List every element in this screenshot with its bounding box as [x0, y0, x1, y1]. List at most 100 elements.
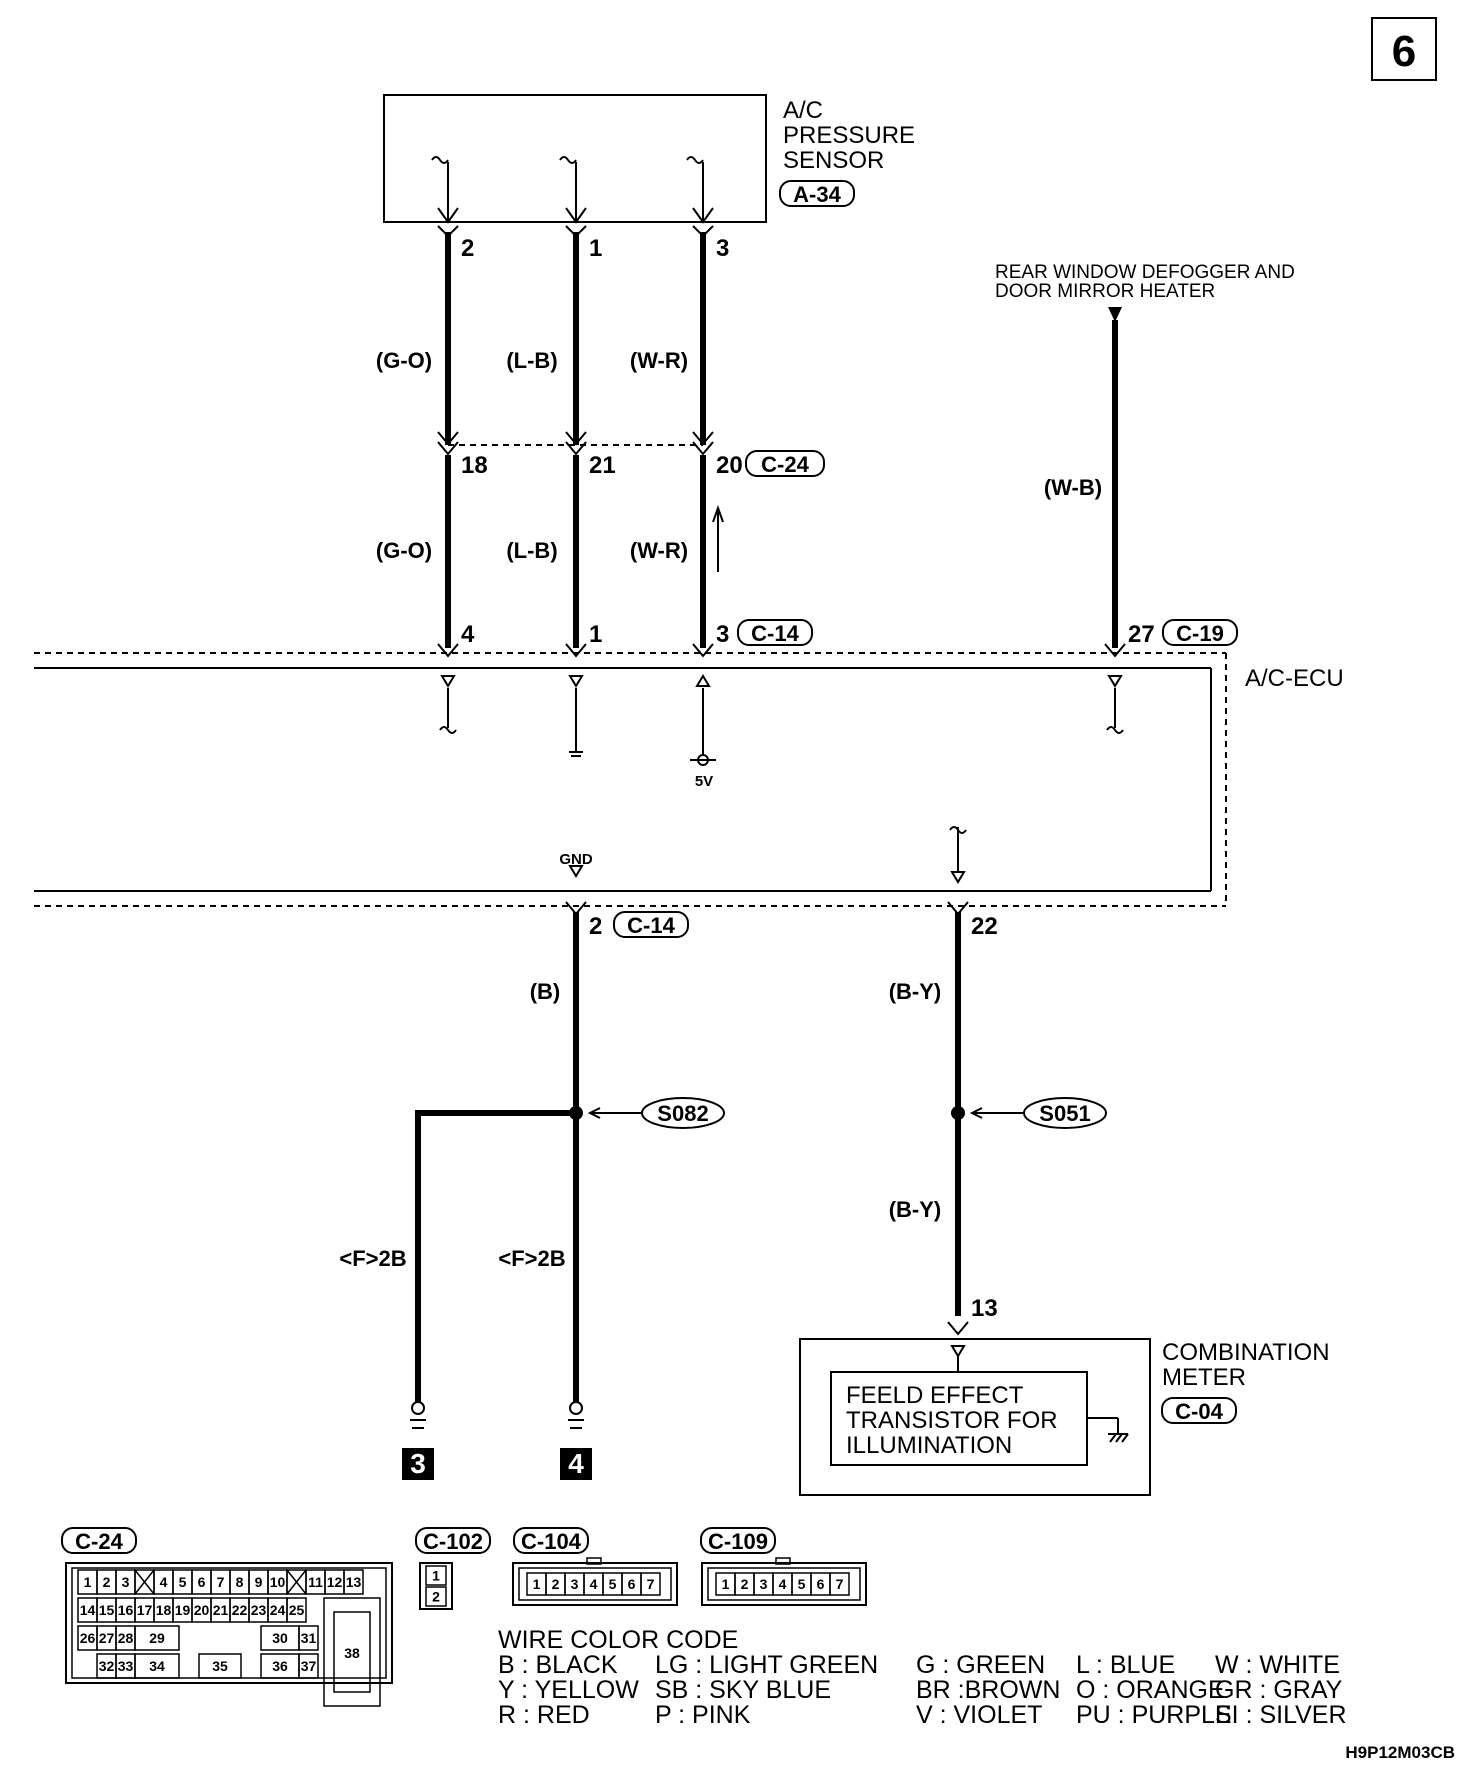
meter-name-line-2: METER [1162, 1364, 1246, 1391]
c24-pin-20: 20 [194, 1602, 210, 1618]
c24-pin-24: 24 [270, 1602, 286, 1618]
fet-line-1: FEELD EFFECT [846, 1382, 1024, 1409]
junction-pin-18: 18 [461, 452, 488, 479]
junction-connector-label: C-24 [761, 452, 809, 477]
ecu-bottom-connector-label: C-14 [627, 913, 675, 938]
c109-housing-inner [707, 1567, 861, 1601]
meter-connector-label: C-04 [1175, 1399, 1223, 1424]
c24-pin-18: 18 [156, 1602, 172, 1618]
junction-c24-terminals [437, 431, 714, 456]
c104-housing [512, 1562, 678, 1606]
meter-name-line-1: COMBINATION [1162, 1339, 1330, 1366]
splice-s051-badge [1023, 1097, 1107, 1129]
wire-color-entry: G : GREEN [916, 1651, 1045, 1679]
c24-pin-4: 4 [160, 1574, 168, 1590]
junction-pin-20: 20 [716, 452, 743, 479]
splice-s051-dot [951, 1106, 965, 1120]
junction-pin-21: 21 [589, 452, 616, 479]
ecu-out-pin: 22 [971, 913, 998, 940]
ecu-gnd-label: GND [559, 851, 593, 868]
ecu-voltage: 5V [695, 773, 713, 790]
ecu-top-connector-label: C-14 [751, 621, 799, 646]
c24-pin-12: 12 [327, 1574, 343, 1590]
sensor-name-line-2: PRESSURE [783, 122, 915, 149]
wire-color-entry: R : RED [498, 1701, 590, 1729]
page-number-box [1371, 17, 1437, 81]
c24-pin-8: 8 [236, 1574, 244, 1590]
c104-pin-5: 5 [609, 1576, 617, 1592]
c109-pin-1: 1 [722, 1576, 730, 1592]
ecu-internal-circuits [439, 674, 1124, 884]
wire-color-entry: SB : SKY BLUE [655, 1676, 831, 1704]
c24-pin-34: 34 [149, 1658, 165, 1674]
c24-pin-19: 19 [175, 1602, 191, 1618]
c109-housing [701, 1562, 867, 1606]
wire-label-g-o-upper: (G-O) [376, 348, 432, 373]
c102-pin-1-cell [425, 1565, 447, 1586]
wire-label-l-b-upper: (L-B) [506, 348, 557, 373]
wire-label-b-y-lower: (B-Y) [889, 1197, 942, 1222]
c24-pin-13-cell [343, 1569, 364, 1595]
wire-label-w-r-lower: (W-R) [630, 538, 688, 563]
c24-pin-25-cell [286, 1597, 307, 1623]
sensor-pin-l-b: 1 [589, 235, 602, 262]
ground-point-4-box [560, 1448, 592, 1480]
sensor-terminals [431, 156, 714, 224]
wire-color-entry: O : ORANGE [1076, 1676, 1225, 1704]
splice-s082-label: S082 [657, 1101, 708, 1126]
sensor-pin-g-o: 2 [461, 235, 474, 262]
c24-pin-2: 2 [103, 1574, 111, 1590]
c109-pin-7-cell [829, 1572, 850, 1596]
c24-pin-29-cell [134, 1625, 180, 1651]
c24-pin-36: 36 [272, 1658, 288, 1674]
rear-defogger-arrow [1108, 307, 1122, 322]
c109-pin-7: 7 [836, 1576, 844, 1592]
wire-color-entry: W : WHITE [1215, 1651, 1340, 1679]
c104-pin-1: 1 [533, 1576, 541, 1592]
c104-pin-7-cell [640, 1572, 661, 1596]
c104-housing-inner [518, 1567, 672, 1601]
c24-pin-38: 38 [344, 1645, 360, 1661]
c109-view-label: C-109 [708, 1529, 768, 1554]
c24-blank-cross [286, 1569, 307, 1595]
c24-pin-38-cell [323, 1597, 381, 1707]
c102-pin-2: 2 [432, 1589, 440, 1605]
c104-pin-2: 2 [552, 1576, 560, 1592]
c24-pin-35-cell [198, 1653, 242, 1679]
meter-pin: 13 [971, 1295, 998, 1322]
c24-housing [65, 1562, 393, 1684]
c24-pin-35: 35 [212, 1658, 228, 1674]
ecu-gnd-pin: 2 [589, 913, 602, 940]
c24-pin-5: 5 [179, 1574, 187, 1590]
rear-defogger-line-1: REAR WINDOW DEFOGGER AND [995, 262, 1295, 283]
c24-pin-7: 7 [217, 1574, 225, 1590]
c24-pin-9: 9 [255, 1574, 263, 1590]
c102-connector-view: 12 [419, 1562, 453, 1610]
wire-label-b: (B) [530, 979, 561, 1004]
c24-pin-34-cell [134, 1653, 180, 1679]
c24-pin-17: 17 [137, 1602, 153, 1618]
wire-color-entry: BR :BROWN [916, 1676, 1060, 1704]
c24-pin-38-inner [333, 1611, 371, 1693]
c24-pin-33: 33 [118, 1658, 134, 1674]
wire-color-entry: LG : LIGHT GREEN [655, 1651, 878, 1679]
c24-pin-14: 14 [80, 1602, 96, 1618]
wire-color-entry: SI : SILVER [1215, 1701, 1347, 1729]
fet-ground-icon [1087, 1417, 1129, 1443]
c24-pin-15: 15 [99, 1602, 115, 1618]
junction-connector-badge [745, 450, 825, 477]
wire-color-entry: L : BLUE [1076, 1651, 1175, 1679]
c24-pin-1: 1 [84, 1574, 92, 1590]
wire-color-entry: Y : YELLOW [498, 1676, 639, 1704]
ground-point-3-box [402, 1448, 434, 1480]
c24-pin-26: 26 [80, 1630, 96, 1646]
meter-connector-badge [1161, 1397, 1237, 1424]
wire-label-g-o-lower: (G-O) [376, 538, 432, 563]
c104-pin-4: 4 [590, 1576, 598, 1592]
c24-pin-3: 3 [122, 1574, 130, 1590]
wire-ground-left [415, 1110, 576, 1402]
